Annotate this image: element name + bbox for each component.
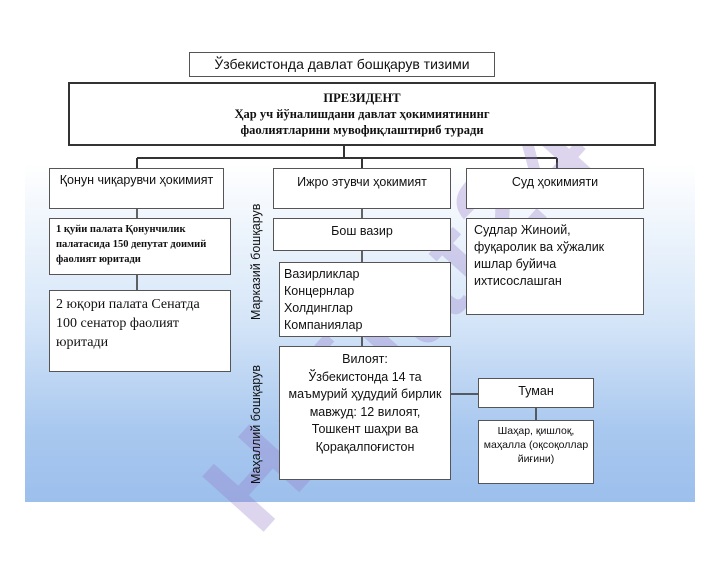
ministries-line-1: Вазирликлар — [284, 267, 360, 281]
executive-branch-box: Ижро этувчи ҳокимият — [273, 168, 451, 209]
prime-minister-box: Бош вазир — [273, 218, 451, 251]
upper-chamber-text: 2 юқори палата Сенатда 100 сенатор фаоли… — [56, 297, 200, 350]
ministries-line-3: Холдинглар — [284, 301, 353, 315]
president-line-2: фаолиятларини мувофиқлаштириб туради — [240, 123, 484, 137]
district-label: Туман — [518, 384, 554, 398]
ministries-line-4: Компаниялар — [284, 318, 363, 332]
regions-heading: Вилоят: — [342, 352, 388, 366]
district-box: Туман — [478, 378, 594, 408]
legislative-branch-box: Қонун чиқарувчи ҳокимият — [49, 168, 224, 209]
president-box: ПРЕЗИДЕНТ Ҳар уч йўналишдани давлат ҳоки… — [68, 82, 656, 146]
president-heading: ПРЕЗИДЕНТ — [323, 91, 401, 105]
central-management-label: Марказий бошқарув — [249, 203, 263, 320]
regions-text: Ўзбекистонда 14 та маъмурий ҳудудий бирл… — [288, 369, 442, 454]
page-title: Ўзбекистонда давлат бошқарув тизими — [189, 52, 495, 77]
courts-text: Судлар Жиноий, фуқаролик ва хўжалик ишла… — [474, 223, 605, 288]
local-management-label: Маҳаллий бошқарув — [249, 365, 263, 484]
judicial-branch-label: Суд ҳокимияти — [511, 175, 599, 189]
page-title-text: Ўзбекистонда давлат бошқарув тизими — [214, 56, 470, 72]
president-line-1: Ҳар уч йўналишдани давлат ҳокимиятининг — [234, 107, 490, 121]
executive-branch-label: Ижро этувчи ҳокимият — [297, 175, 427, 189]
lower-chamber-box: 1 қуйи палата Қонунчилик палатасида 150 … — [49, 218, 231, 275]
judicial-branch-box: Суд ҳокимияти — [466, 168, 644, 209]
connector-lines — [136, 146, 558, 420]
local-community-text: Шаҳар, қишлоқ, маҳалла (оқсоқоллар йиғин… — [483, 425, 589, 465]
prime-minister-label: Бош вазир — [331, 224, 393, 238]
ministries-line-2: Концернлар — [284, 284, 355, 298]
legislative-branch-label: Қонун чиқарувчи ҳокимият — [59, 173, 214, 187]
regions-box: Вилоят: Ўзбекистонда 14 та маъмурий ҳуду… — [279, 346, 451, 480]
lower-chamber-text: 1 қуйи палата Қонунчилик палатасида 150 … — [56, 224, 207, 265]
ministries-box: Вазирликлар Концернлар Холдинглар Компан… — [279, 262, 451, 337]
local-community-box: Шаҳар, қишлоқ, маҳалла (оқсоқоллар йиғин… — [478, 420, 594, 484]
upper-chamber-box: 2 юқори палата Сенатда 100 сенатор фаоли… — [49, 290, 231, 372]
courts-box: Судлар Жиноий, фуқаролик ва хўжалик ишла… — [466, 218, 644, 315]
